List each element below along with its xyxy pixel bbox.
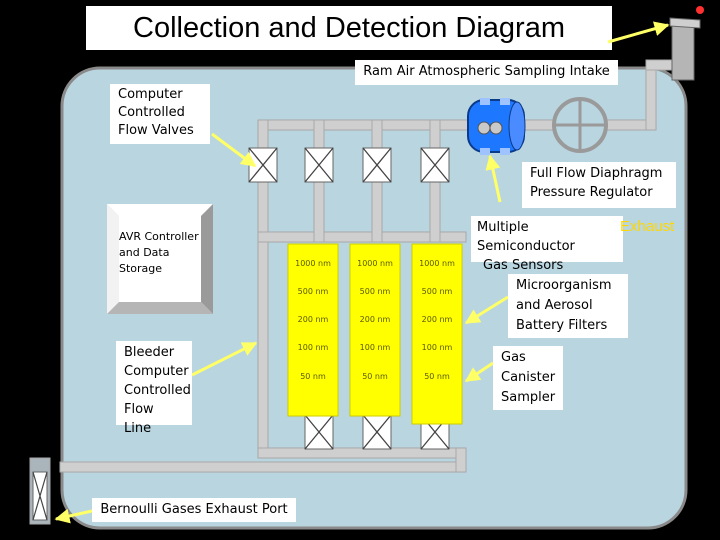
valve-5 [304, 414, 334, 450]
filter-column-3 [411, 243, 463, 425]
arrow-valves [211, 132, 257, 168]
exhaust-port-label: Bernoulli Gases Exhaust Port [92, 498, 296, 522]
filter-size-label: 1000 nm [419, 259, 455, 268]
pressure-regulator-label-line: Pressure Regulator [530, 185, 653, 200]
gas-canister-label-line: Canister [501, 370, 556, 385]
battery-filters-label-line: and Aerosol [516, 298, 593, 313]
filter-size-label: 200 nm [298, 315, 329, 324]
sensor-clip [480, 148, 490, 155]
bleeder-pipe [257, 241, 269, 453]
bleeder-label-line: Controlled [124, 383, 191, 398]
filter-column-1 [287, 243, 339, 417]
battery-filters-label-line: Microorganism [516, 278, 612, 293]
column-pipe-3 [371, 181, 383, 243]
sensor-port-icon [477, 121, 491, 135]
flow-valves-label-line: Computer [118, 87, 183, 102]
bleeder-label-line: Bleeder [124, 345, 175, 360]
valve-3 [362, 147, 392, 183]
bleeder-label-line: Computer [124, 364, 189, 379]
bleeder-label: Bleeder Computer Controlled Flow Line [116, 341, 192, 436]
regulator-crosshair-icon [554, 99, 606, 151]
filter-size-label: 500 nm [422, 287, 453, 296]
filter-size-label: 100 nm [298, 343, 329, 352]
avr-controller-label-line: AVR Controller [119, 230, 199, 243]
avr-controller-box [107, 204, 213, 314]
filter-size-label: 50 nm [362, 372, 388, 381]
filter-size-label: 200 nm [360, 315, 391, 324]
filter-column-2 [349, 243, 401, 417]
gas-canister-label: Gas Canister Sampler [493, 346, 563, 410]
filter-columns [287, 243, 463, 425]
ram-air-label: Ram Air Atmospheric Sampling Intake [355, 60, 618, 85]
ram-air-intake [669, 6, 704, 81]
valve-4 [420, 147, 450, 183]
page-title: Collection and Detection Diagram [86, 6, 612, 50]
flow-valves-label: Computer Controlled Flow Valves [110, 84, 210, 144]
bleeder-label-line: Flow Line [124, 402, 154, 436]
avr-controller-label-line: and Data [119, 246, 170, 259]
pressure-regulator-label: Full Flow Diaphragm Pressure Regulator [522, 162, 676, 208]
semiconductor-gas-sensor [467, 98, 526, 155]
battery-filters-label-line: Battery Filters [516, 318, 608, 333]
sensor-clip [500, 148, 510, 155]
gas-sensors-label-line: Gas Sensors [483, 258, 564, 273]
gas-sensors-label: Multiple Semiconductor Gas Sensors [471, 216, 623, 273]
filter-size-label: 50 nm [424, 372, 450, 381]
intake-scoop [671, 19, 695, 81]
filter-size-label: 1000 nm [357, 259, 393, 268]
pressure-regulator-label-line: Full Flow Diaphragm [530, 166, 663, 181]
filter-size-label: 500 nm [298, 287, 329, 296]
valve-6 [362, 414, 392, 450]
flow-valves-label-line: Controlled [118, 105, 185, 120]
column-pipe-2 [313, 181, 325, 243]
exhaust-label: Exhaust [620, 218, 675, 235]
filter-size-label: 100 nm [360, 343, 391, 352]
status-light-icon [696, 6, 704, 14]
manifold-drop-2 [313, 119, 325, 151]
column-pipe-4 [429, 181, 441, 243]
pipe-network [29, 59, 681, 525]
filter-size-label: 100 nm [422, 343, 453, 352]
pressure-regulator [552, 97, 608, 153]
exhaust-valve [32, 471, 48, 521]
sensor-clip [500, 98, 510, 105]
avr-controller-label: AVR Controller and Data Storage [119, 229, 209, 277]
flow-valves-label-line: Flow Valves [118, 123, 194, 138]
exhaust-pipe-drop [455, 447, 467, 473]
sensor-port-icon [489, 121, 503, 135]
arrow-bleeder [191, 341, 258, 377]
battery-filters-label: Microorganism and Aerosol Battery Filter… [508, 274, 628, 338]
gas-canister-label-line: Gas [501, 350, 526, 365]
mid-manifold-pipe [257, 231, 467, 243]
filter-size-label: 500 nm [360, 287, 391, 296]
filter-size-labels: 1000 nm 1000 nm 1000 nm 500 nm 500 nm 500 nm 2… [295, 259, 455, 381]
valve-2 [304, 147, 334, 183]
exhaust-pipe [59, 461, 467, 473]
gas-canister-label-line: Sampler [501, 390, 556, 405]
sensor-face [508, 101, 526, 151]
intake-scoop-lip [669, 17, 701, 29]
callout-arrows [54, 21, 670, 524]
arrow-filters [464, 295, 509, 325]
arrow-canister [464, 361, 494, 383]
sensor-clip [480, 98, 490, 105]
arrow-exhaust-port [54, 508, 93, 524]
manifold-drop-3 [371, 119, 383, 151]
manifold-drop-1 [257, 119, 269, 151]
arrow-sensor [485, 154, 502, 203]
filter-size-label: 50 nm [300, 372, 326, 381]
gas-sensors-label-line: Multiple Semiconductor [477, 220, 575, 254]
avr-controller-label-line: Storage [119, 262, 163, 275]
avr-box-face [119, 216, 201, 302]
filter-size-label: 1000 nm [295, 259, 331, 268]
filter-size-label: 200 nm [422, 315, 453, 324]
arrow-title-to-intake [607, 21, 670, 44]
manifold-drop-4 [429, 119, 441, 151]
